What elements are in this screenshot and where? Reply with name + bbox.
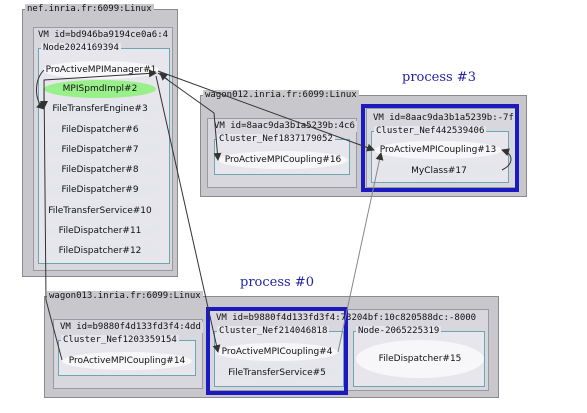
edge [157, 72, 222, 161]
active-object[interactable]: FileDispatcher#11 [44, 222, 156, 240]
active-object[interactable]: FileDispatcher#8 [44, 161, 156, 179]
node-label: Cluster_Nef1837179052 [217, 134, 335, 145]
active-object[interactable]: MPISpmdImpl#2 [44, 80, 156, 98]
vm-wagon012-a[interactable]: VM id=8aac9da3b1a5239b:4c6 Cluster_Nef18… [207, 118, 357, 188]
edge [501, 148, 512, 171]
edge [157, 70, 375, 152]
active-object[interactable]: ProActiveMPICoupling#4 [216, 343, 338, 361]
node-label: Node-2065225319 [356, 326, 442, 337]
node-label: Cluster_Nef214046818 [217, 326, 330, 337]
node-label: Node2024169394 [41, 43, 121, 54]
active-object[interactable]: FileTransferEngine#3 [44, 100, 156, 118]
active-object[interactable]: FileDispatcher#6 [44, 121, 156, 139]
active-object[interactable]: FileDispatcher#12 [44, 242, 156, 260]
host-label: wagon012.inria.fr:6099:Linux [203, 90, 359, 101]
host-label: nef.inria.fr:6099:Linux [25, 4, 154, 15]
edge [43, 69, 157, 361]
host-label: wagon013.inria.fr:6099:Linux [47, 291, 203, 302]
node-label: Cluster_Nef442539406 [374, 126, 487, 137]
vm-label: VM id=bd946ba9194ce0a6:4 [36, 30, 171, 41]
edge [337, 152, 384, 353]
active-object[interactable]: ProActiveMPICoupling#13 [374, 141, 502, 159]
process-highlight [361, 104, 519, 192]
active-object[interactable]: ProActiveMPICoupling#16 [218, 151, 348, 169]
process-highlight [206, 307, 348, 395]
active-object[interactable]: FileDispatcher#7 [44, 141, 156, 159]
node-label: Cluster_Nef1203359154 [61, 335, 179, 346]
vm-label: VM id=8aac9da3b1a5239b:-7f [371, 113, 516, 124]
active-object[interactable]: FileDispatcher#15 [356, 340, 484, 378]
active-object[interactable]: FileTransferService#10 [44, 202, 156, 220]
active-object[interactable]: FileTransferService#5 [216, 363, 338, 383]
process-title: process #3 [402, 70, 476, 85]
edge [36, 69, 45, 110]
vm-label: VM id=b9880f4d133fd3f4:4dd [58, 322, 203, 333]
process-title: process #0 [240, 275, 314, 290]
active-object[interactable]: ProActiveMPICoupling#14 [62, 352, 192, 370]
active-object[interactable]: MyClass#17 [376, 161, 502, 180]
edge [155, 75, 221, 353]
vm-label: VM id=8aac9da3b1a5239b:4c6 [212, 121, 357, 132]
edge [159, 72, 169, 81]
active-object[interactable]: FileDispatcher#9 [44, 181, 156, 199]
